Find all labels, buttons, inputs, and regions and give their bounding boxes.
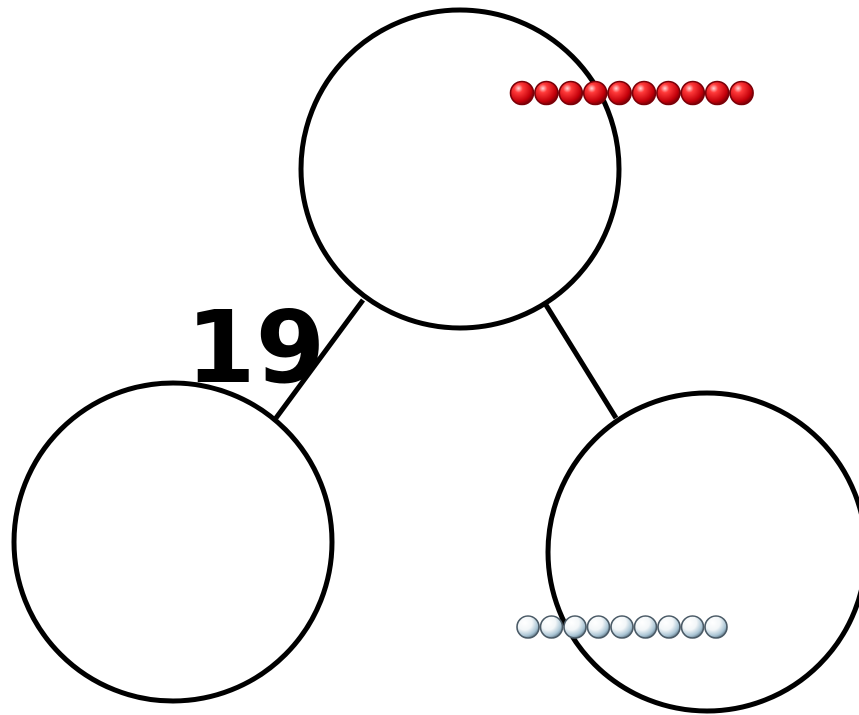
white-bead [635,616,657,638]
number-label: 19 [186,289,325,406]
red-bead [511,82,534,105]
red-bead [559,82,582,105]
red-bead [584,82,607,105]
red-bead [608,82,631,105]
red-bead [730,82,753,105]
red-bead [657,82,680,105]
white-bead [517,616,539,638]
white-bead [658,616,680,638]
right-part-circle[interactable] [548,393,859,711]
whole-circle[interactable] [301,10,619,328]
red-bead [706,82,729,105]
connector-right [546,305,616,418]
left-part-circle[interactable] [14,383,332,701]
red-bead [681,82,704,105]
white-bead [588,616,610,638]
white-bead [705,616,727,638]
white-bead-string[interactable] [517,616,727,638]
red-bead-string[interactable] [511,82,754,105]
white-bead [682,616,704,638]
white-bead [541,616,563,638]
red-bead [633,82,656,105]
white-bead [611,616,633,638]
red-bead [535,82,558,105]
white-bead [564,616,586,638]
